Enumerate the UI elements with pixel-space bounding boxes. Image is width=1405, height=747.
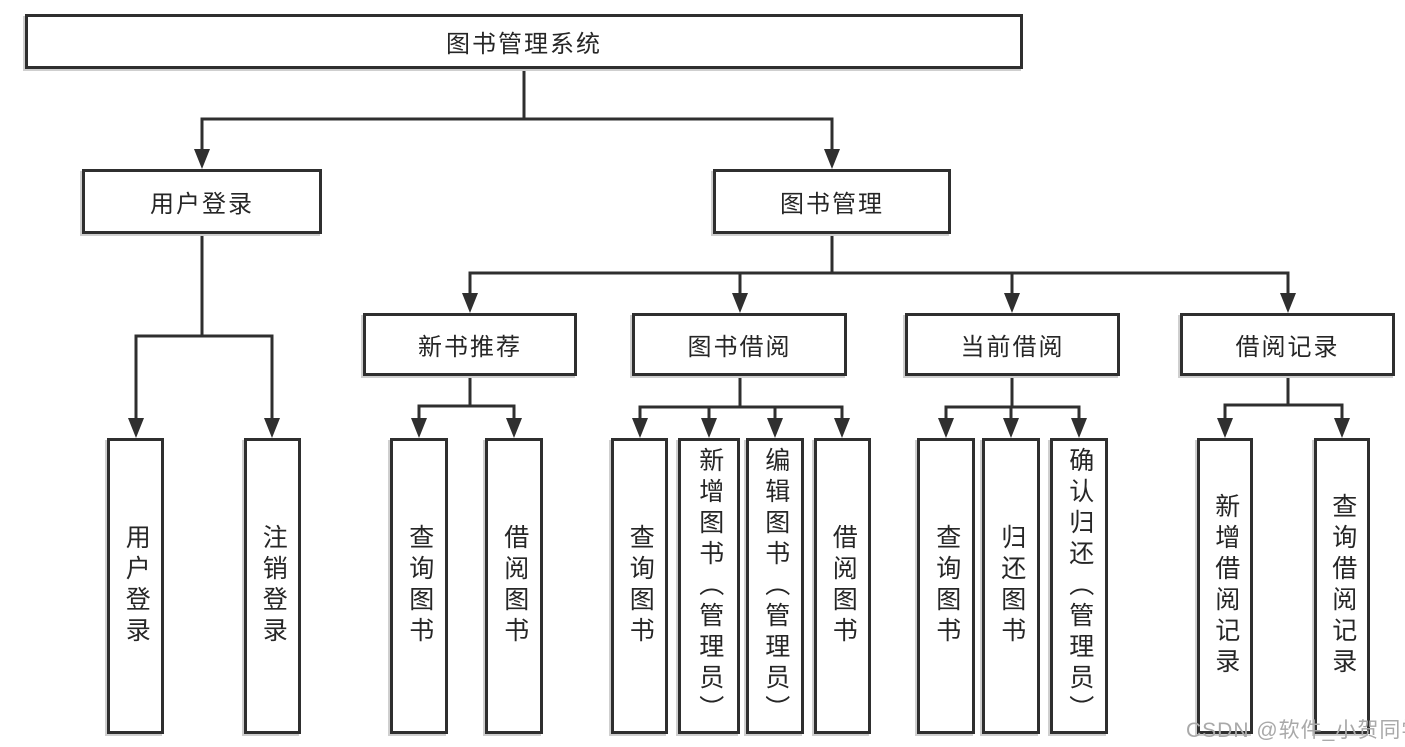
node-label: 新书推荐 xyxy=(418,334,522,361)
node-label: 注销登录 xyxy=(259,524,288,648)
node-current-borrow: 当前借阅 xyxy=(905,313,1120,376)
leaf-logout: 注销登录 xyxy=(244,438,301,734)
node-label: 编辑图书（管理员） xyxy=(761,446,790,726)
node-label: 归还图书 xyxy=(997,524,1026,648)
leaf-confirm-return-admin: 确认归还（管理员） xyxy=(1050,438,1108,734)
node-label: 图书管理系统 xyxy=(446,31,602,58)
leaf-user-login: 用户登录 xyxy=(107,438,164,734)
node-book-borrow: 图书借阅 xyxy=(632,313,847,376)
leaf-query-book-current: 查询图书 xyxy=(917,438,975,734)
node-label: 查询图书 xyxy=(932,524,961,648)
node-library-management-system: 图书管理系统 xyxy=(25,14,1023,69)
node-label: 查询图书 xyxy=(405,524,434,648)
node-label: 当前借阅 xyxy=(960,334,1065,361)
node-label: 查询图书 xyxy=(626,524,655,648)
node-label: 用户登录 xyxy=(122,524,151,648)
node-label: 借阅图书 xyxy=(500,524,529,648)
node-borrow-records: 借阅记录 xyxy=(1180,313,1395,376)
node-new-book-recommend: 新书推荐 xyxy=(363,313,577,376)
leaf-return-book: 归还图书 xyxy=(982,438,1040,734)
node-label: 查询借阅记录 xyxy=(1328,493,1357,679)
leaf-query-book-recommend: 查询图书 xyxy=(390,438,448,734)
node-label: 新增图书（管理员） xyxy=(695,446,724,726)
node-label: 确认归还（管理员） xyxy=(1065,446,1094,726)
node-user-login: 用户登录 xyxy=(82,169,322,234)
node-label: 图书管理 xyxy=(780,191,884,218)
node-book-management: 图书管理 xyxy=(713,169,951,234)
node-label: 借阅图书 xyxy=(829,524,858,648)
node-label: 借阅记录 xyxy=(1235,334,1340,361)
csdn-watermark: CSDN @软件_小贺同学 xyxy=(1186,719,1405,742)
leaf-query-borrow-record: 查询借阅记录 xyxy=(1314,438,1370,734)
leaf-edit-book-admin: 编辑图书（管理员） xyxy=(746,438,804,734)
node-label: 用户登录 xyxy=(150,191,254,218)
leaf-query-book-borrow: 查询图书 xyxy=(611,438,668,734)
leaf-borrow-book: 借阅图书 xyxy=(814,438,871,734)
node-label: 新增借阅记录 xyxy=(1211,493,1240,679)
leaf-borrow-book-recommend: 借阅图书 xyxy=(485,438,543,734)
leaf-add-book-admin: 新增图书（管理员） xyxy=(678,438,740,734)
leaf-add-borrow-record: 新增借阅记录 xyxy=(1197,438,1253,734)
arrowheads xyxy=(128,149,1350,438)
node-label: 图书借阅 xyxy=(687,334,792,361)
